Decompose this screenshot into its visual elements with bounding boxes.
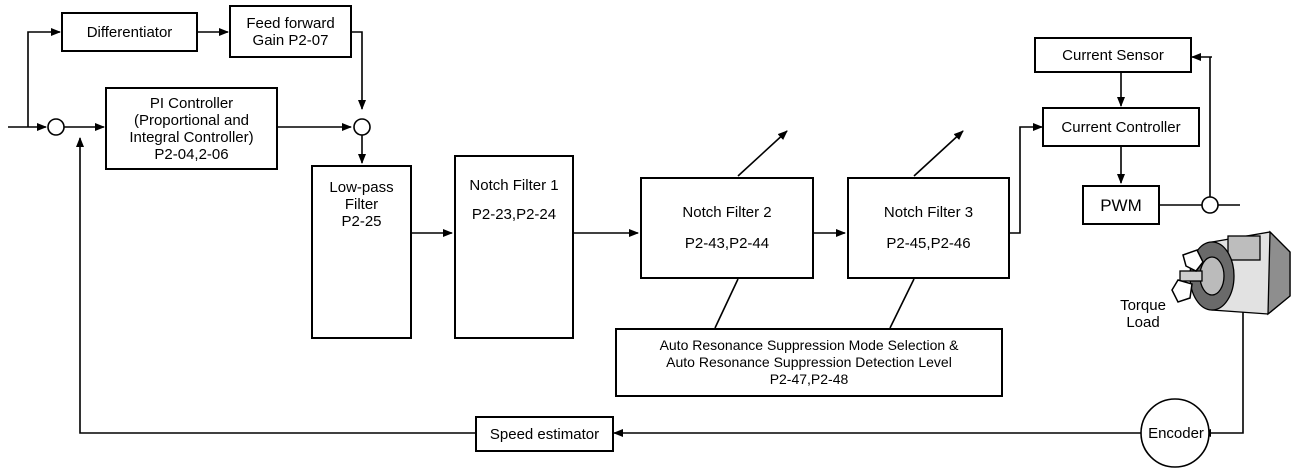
current-sensor-block: Current Sensor [1034,37,1192,73]
differentiator-label: Differentiator [86,23,173,41]
low-pass-filter-block: Low-pass Filter P2-25 [311,165,412,339]
summing-junction-2 [353,118,371,136]
torque-label: Torque [1120,297,1166,314]
current-tap-node [1201,196,1219,214]
motor-to-encoder-line [1201,295,1244,437]
notch-filter-2-block: Notch Filter 2 P2-43,P2-44 [640,177,814,279]
notch2-adapt-arrow [737,130,788,177]
notch3-to-current-controller-line [1010,123,1043,234]
current-feedback-line [1191,53,1212,197]
current-sensor-label: Current Sensor [1062,46,1164,64]
ff-to-sum2-line [352,31,366,110]
feed-forward-line1: Feed forward [246,14,335,32]
rotation-arrows-icon [1171,249,1204,303]
notch-filter-1-params: P2-23,P2-24 [471,206,557,223]
notch3-adapt-arrow [913,130,964,177]
pwm-block: PWM [1082,185,1160,225]
pwm-label: PWM [1100,195,1142,215]
notch-filter-3-block: Notch Filter 3 P2-45,P2-46 [847,177,1010,279]
encoder-circle [1140,398,1210,468]
auto-resonance-line1: Auto Resonance Suppression Mode Selectio… [659,337,959,353]
notch-filter-1-title: Notch Filter 1 [469,177,559,194]
pi-controller-line4: P2-04,2-06 [154,145,229,163]
auto-to-notch3-line [889,278,915,329]
auto-resonance-line2: Auto Resonance Suppression Detection Lev… [666,354,952,370]
notch-filter-2-title: Notch Filter 2 [682,204,772,221]
torque-load-label: Torque Load [1112,297,1174,331]
notch-filter-2-params: P2-43,P2-44 [684,235,770,252]
feed-forward-line2: Gain P2-07 [252,31,329,49]
speed-estimator-block: Speed estimator [475,416,614,452]
notch-filter-1-block: Notch Filter 1 P2-23,P2-24 [454,155,574,339]
auto-to-notch2-line [714,278,739,329]
branch-to-differentiator [27,28,61,127]
low-pass-line3: P2-25 [341,213,382,230]
low-pass-line2: Filter [344,196,379,213]
pi-controller-line3: Integral Controller) [129,128,254,146]
differentiator-block: Differentiator [61,12,198,52]
summing-junction-1 [47,118,65,136]
low-pass-line1: Low-pass [329,179,394,196]
speed-feedback-line [76,137,475,434]
servo-motor-icon [1179,230,1291,316]
speed-estimator-label: Speed estimator [489,425,600,443]
pi-controller-block: PI Controller (Proportional and Integral… [105,87,278,170]
notch-filter-3-title: Notch Filter 3 [883,204,974,221]
notch-filter-3-params: P2-45,P2-46 [886,235,971,252]
pi-controller-line2: (Proportional and [133,111,250,129]
load-label: Load [1126,314,1160,331]
current-controller-label: Current Controller [1061,118,1181,136]
auto-resonance-suppression-block: Auto Resonance Suppression Mode Selectio… [615,328,1003,397]
encoder-label: Encoder [1148,425,1204,442]
pi-controller-line1: PI Controller [149,94,234,112]
current-controller-block: Current Controller [1042,107,1200,147]
auto-resonance-line3: P2-47,P2-48 [769,371,849,387]
feed-forward-gain-block: Feed forward Gain P2-07 [229,5,352,58]
